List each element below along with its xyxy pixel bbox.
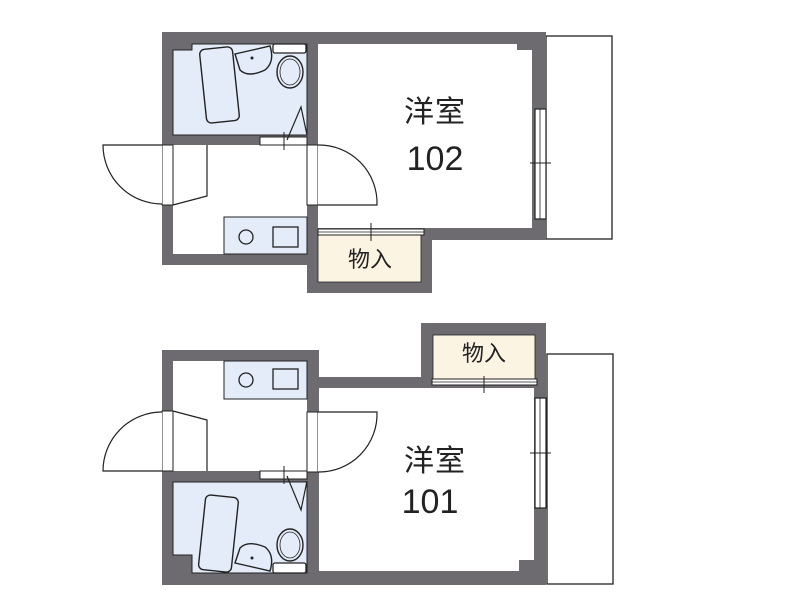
unit-number-102: 102 — [406, 140, 464, 178]
bathtub-icon — [197, 494, 239, 573]
room-type-label-101: 洋室 — [404, 444, 466, 479]
room-door-swing — [317, 144, 378, 206]
unit-bath — [172, 481, 308, 574]
closet-101 — [432, 334, 536, 380]
unit-number-101: 101 — [401, 483, 459, 521]
toilet-icon — [276, 55, 304, 89]
entry-door[interactable] — [161, 410, 174, 472]
kitchen-counter — [223, 360, 308, 400]
entry-door-swing — [102, 411, 163, 472]
entry-door-swing — [102, 144, 163, 205]
washbasin-icon — [234, 543, 273, 572]
washbasin-icon — [234, 45, 273, 75]
room-type-label-102: 洋室 — [404, 95, 466, 130]
toilet-tank — [272, 562, 307, 574]
toilet-icon — [276, 528, 304, 562]
unit-101 — [102, 323, 614, 585]
window-102 — [534, 108, 547, 220]
room-door-swing — [317, 411, 378, 473]
toilet-tank — [272, 43, 307, 54]
kitchen-counter — [223, 216, 308, 255]
closet-label-101: 物入 — [461, 342, 506, 367]
sink-icon — [272, 368, 299, 390]
stove-icon — [238, 229, 254, 245]
unit-102 — [102, 32, 613, 293]
closet-102 — [317, 234, 422, 283]
unit-bath — [172, 43, 308, 136]
bathtub-icon — [199, 46, 240, 124]
stove-icon — [238, 372, 254, 388]
balcony — [546, 353, 614, 585]
sink-icon — [272, 226, 299, 248]
balcony — [545, 35, 613, 240]
entry-door[interactable] — [161, 144, 174, 206]
closet-label-102: 物入 — [347, 248, 392, 273]
